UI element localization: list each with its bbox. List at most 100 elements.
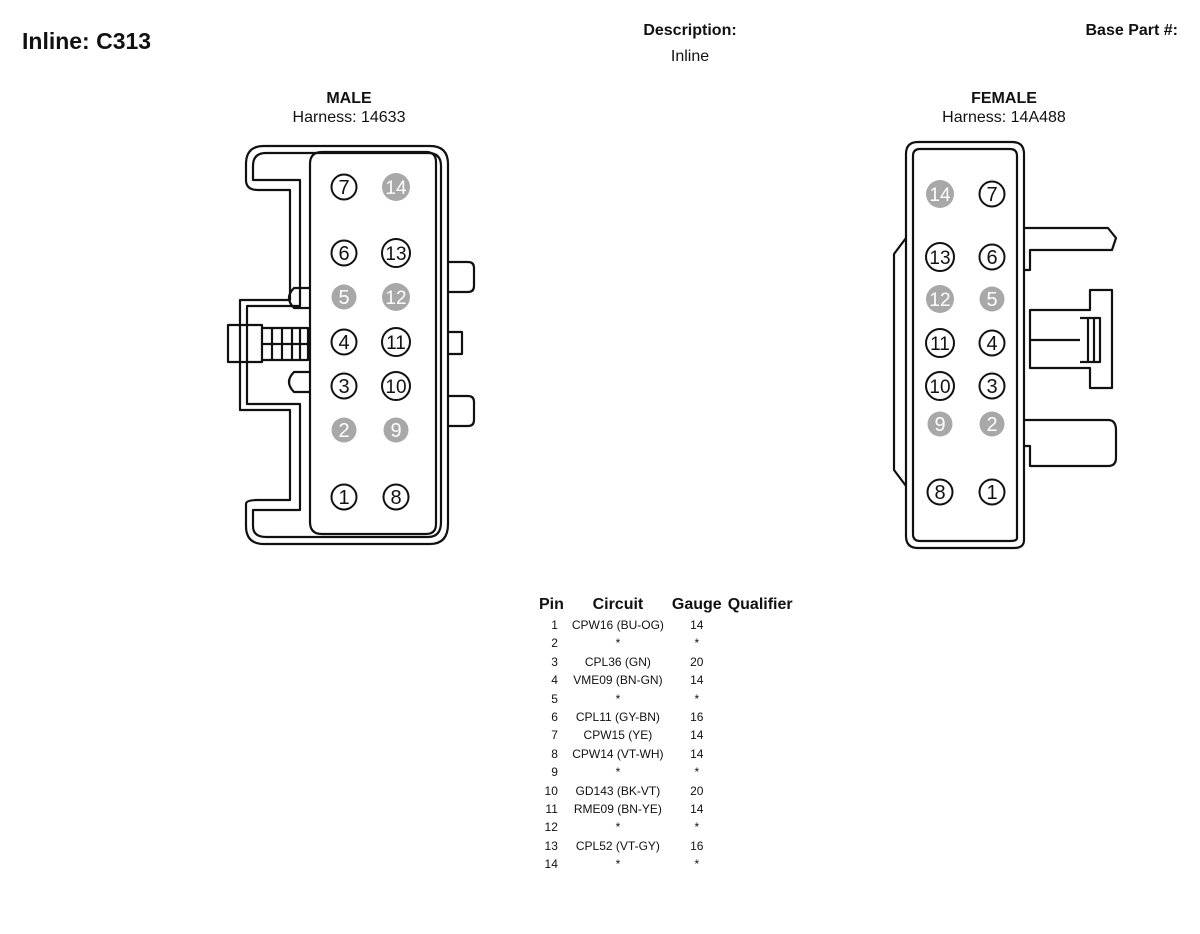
table-cell-qualifier: [726, 855, 797, 873]
description-value: Inline: [670, 48, 710, 65]
table-cell-pin: 3: [551, 654, 558, 669]
male-cavity: 9: [383, 417, 409, 443]
table-row: 12**: [535, 818, 797, 836]
female-cavity-label: 11: [930, 334, 950, 355]
table-cell-circuit: *: [615, 820, 621, 835]
table-cell-qualifier: [726, 800, 797, 818]
male-cavity-label: 7: [338, 177, 349, 199]
table-row: 9**: [535, 763, 797, 781]
pin-header: Pin: [539, 596, 564, 613]
female-cavity-circle: [978, 243, 1006, 271]
male-cavity: 7: [330, 173, 358, 201]
male-cavity: 12: [382, 283, 410, 311]
female-cavity: 5: [979, 286, 1005, 312]
gauge-header: Gauge: [671, 596, 722, 613]
table-cell-pin: 9: [551, 765, 558, 780]
table-row: 14**: [535, 855, 797, 873]
male-harness-label: Harness: 14633: [292, 109, 406, 126]
male-cavity-circle: [330, 328, 358, 356]
male-cavity: 6: [330, 239, 358, 267]
table-row: 2**: [535, 634, 797, 652]
table-cell-circuit: CPW15 (YE): [583, 728, 653, 743]
table-cell-pin: 12: [544, 820, 558, 835]
female-cavity: 4: [978, 329, 1006, 357]
female-cavity-circle: [925, 371, 955, 401]
female-cavity-circle: [926, 180, 954, 208]
male-cavity: 13: [381, 238, 411, 268]
table-cell-qualifier: [726, 763, 797, 781]
female-cavity-label: 5: [986, 289, 997, 311]
female-cavity-circle: [927, 411, 953, 437]
table-cell-pin: 5: [551, 691, 558, 706]
table-cell-circuit: RME09 (BN-YE): [573, 802, 662, 817]
male-cavity-circle: [330, 372, 358, 400]
table-cell-qualifier: [726, 726, 797, 744]
table-cell-circuit: GD143 (BK-VT): [575, 783, 661, 798]
female-cavity: 9: [927, 411, 953, 437]
table-cell-pin: 7: [551, 728, 558, 743]
table-cell-pin: 2: [551, 636, 558, 651]
female-cavity-label: 10: [929, 377, 950, 398]
female-cavity: 10: [925, 371, 955, 401]
table-cell-gauge: *: [694, 636, 700, 651]
female-cavity-label: 13: [929, 248, 950, 269]
male-cavity-label: 1: [338, 487, 349, 509]
pin-table-header-row: Pin Circuit Gauge Qualifier: [535, 594, 797, 616]
table-cell-circuit: CPL11 (GY-BN): [575, 710, 660, 725]
table-cell-circuit: CPL52 (VT-GY): [575, 838, 660, 853]
male-cavity: 11: [381, 327, 411, 357]
female-cavity-label: 8: [934, 482, 945, 504]
female-cavity-label: 12: [929, 290, 950, 311]
male-cavity: 1: [330, 483, 358, 511]
table-cell-pin: 6: [551, 710, 558, 725]
female-cavity-label: 14: [929, 185, 951, 206]
female-cavity-circle: [925, 328, 955, 358]
male-cavity-label: 10: [385, 377, 406, 398]
male-cavity: 3: [330, 372, 358, 400]
male-cavity-label: 8: [390, 487, 401, 509]
table-cell-qualifier: [726, 690, 797, 708]
male-cavity-circle: [331, 284, 357, 310]
table-cell-qualifier: [726, 818, 797, 836]
table-cell-qualifier: [726, 745, 797, 763]
male-cavity-circle: [381, 371, 411, 401]
table-cell-gauge: 16: [690, 710, 704, 725]
female-cavity-label: 7: [986, 184, 997, 206]
female-cavity-circle: [978, 180, 1006, 208]
connector-title: Inline: C313: [22, 28, 152, 54]
table-cell-gauge: 14: [690, 802, 704, 817]
female-cavity-label: 9: [934, 414, 945, 436]
qualifier-header: Qualifier: [727, 596, 793, 613]
male-cavity-label: 5: [338, 287, 349, 309]
base-part-label: Base Part #:: [1085, 22, 1179, 39]
table-cell-circuit: *: [615, 691, 621, 706]
female-cavity-label: 3: [986, 376, 997, 398]
male-cavity-circle: [383, 417, 409, 443]
table-cell-gauge: 14: [690, 618, 704, 632]
table-row: 5**: [535, 690, 797, 708]
table-cell-circuit: CPW14 (VT-WH): [572, 746, 664, 761]
table-cell-pin: 8: [551, 746, 558, 761]
male-cavity: 10: [381, 371, 411, 401]
female-cavity: 2: [979, 411, 1005, 437]
table-cell-gauge: 14: [690, 673, 704, 688]
male-cavity-label: 3: [338, 376, 349, 398]
male-cavity-circle: [381, 327, 411, 357]
table-cell-qualifier: [726, 708, 797, 726]
female-cavity: 1: [978, 478, 1006, 506]
female-cavity: 12: [926, 285, 954, 313]
male-cavity-circle: [330, 173, 358, 201]
male-cavity-label: 2: [338, 420, 349, 442]
female-cavity-label: 4: [986, 333, 997, 355]
table-row: 6 CPL11 (GY-BN) 16: [535, 708, 797, 726]
female-cavity-circle: [925, 242, 955, 272]
male-cavity-label: 12: [385, 288, 406, 309]
female-cavity: 11: [925, 328, 955, 358]
